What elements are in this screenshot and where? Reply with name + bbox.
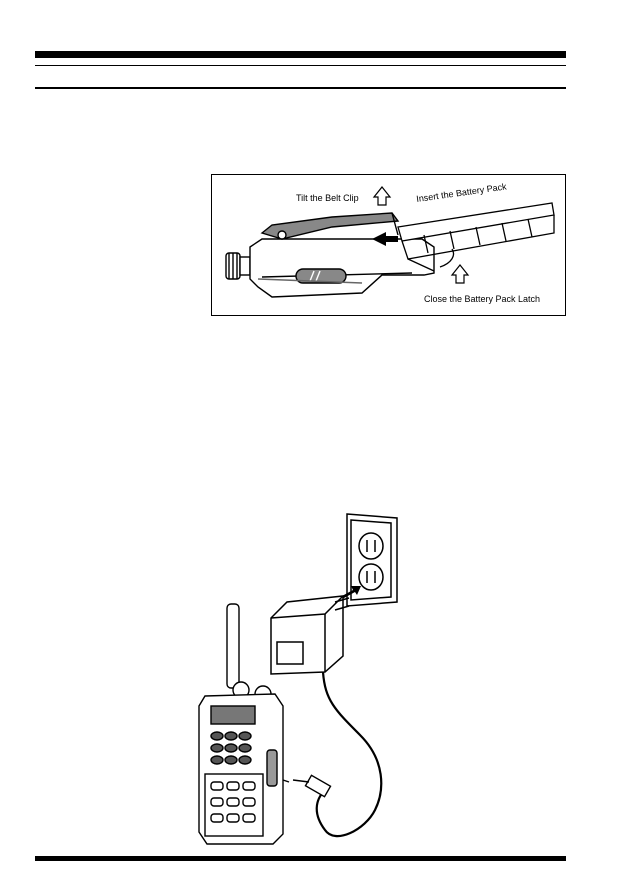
- battery-pack: [397, 202, 555, 272]
- radio-knob-base: [239, 256, 251, 276]
- charger-cable: [315, 671, 383, 838]
- ac-adapter: [270, 595, 350, 675]
- outline-up-arrow-icon: [372, 186, 392, 206]
- charger-connection-figure: [185, 510, 425, 855]
- belt-clip: [260, 212, 400, 240]
- section-rule: [35, 87, 566, 89]
- footer-thick-rule: [35, 856, 566, 861]
- handheld-radio: [198, 603, 284, 845]
- header-thick-rule: [35, 51, 566, 58]
- solid-left-arrow-icon: [372, 232, 398, 246]
- radio-side-button: [295, 268, 347, 284]
- tilt-belt-clip-label: Tilt the Belt Clip: [296, 193, 359, 203]
- battery-install-figure: Tilt the Belt Clip Insert the Battery Pa…: [211, 174, 566, 316]
- radio-body: [249, 238, 435, 298]
- dc-plug: [292, 774, 332, 798]
- charger-connection-drawing: [198, 513, 398, 845]
- battery-latch: [439, 248, 455, 268]
- outline-up-arrow-icon: [450, 264, 470, 284]
- battery-install-drawing: [225, 186, 555, 298]
- close-latch-label: Close the Battery Pack Latch: [424, 294, 541, 304]
- radio-antenna: [226, 603, 240, 689]
- radio-side-view: [225, 238, 435, 298]
- wall-outlet: [346, 513, 398, 607]
- header-thin-rule: [35, 65, 566, 66]
